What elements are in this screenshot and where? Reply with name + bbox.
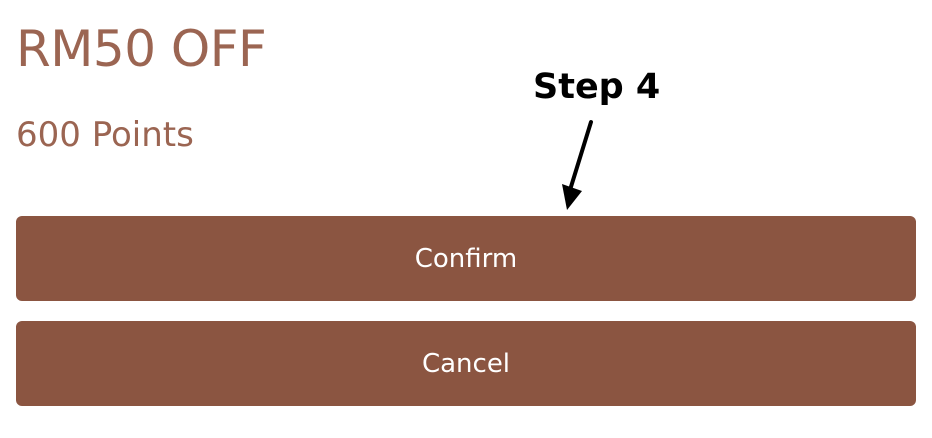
step-annotation-label: Step 4 <box>533 67 661 107</box>
reward-points-cost: 600 Points <box>16 115 194 155</box>
reward-title: RM50 OFF <box>16 20 267 78</box>
confirm-button[interactable]: Confirm <box>16 216 916 301</box>
arrow-down-icon <box>562 120 593 210</box>
cancel-button[interactable]: Cancel <box>16 321 916 406</box>
